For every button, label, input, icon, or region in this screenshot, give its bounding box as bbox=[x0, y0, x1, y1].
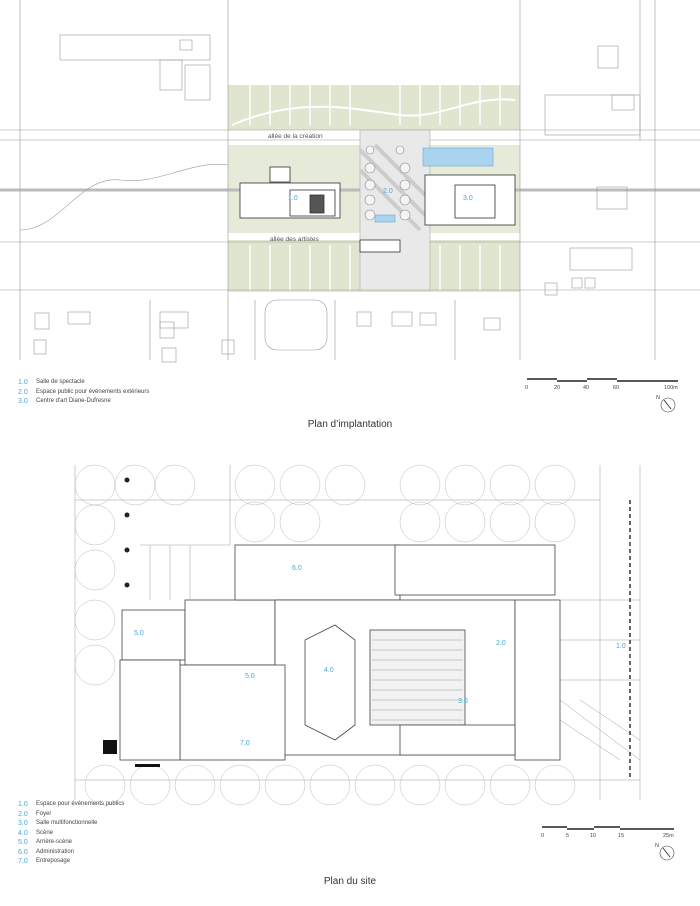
scale-tick: 40 bbox=[583, 385, 589, 391]
legend-num: 6.0 bbox=[18, 848, 28, 856]
legend-label: Espace pour événements publics bbox=[36, 801, 125, 807]
north-label: N bbox=[655, 843, 659, 849]
legend-num: 2.0 bbox=[18, 388, 28, 396]
legend-num: 4.0 bbox=[18, 829, 28, 837]
legend-item: 1.0 Espace pour événements publics bbox=[18, 800, 124, 810]
street-label: allée des artistes bbox=[270, 236, 320, 243]
legend-item: 1.0 Salle de spectacle bbox=[18, 378, 149, 388]
scale-tick: 60 bbox=[613, 385, 619, 391]
legend-label: Espace public pour événements extérieurs bbox=[36, 388, 150, 395]
legend-num: 7.0 bbox=[18, 858, 28, 865]
site-plan: 5.0 5.0 6.0 4.0 3.0 2.0 1.0 7.0 bbox=[74, 464, 641, 806]
zone-label: 7.0 bbox=[240, 740, 250, 747]
legend-label: Scène bbox=[36, 829, 54, 836]
zone-label: 4.0 bbox=[324, 667, 334, 674]
legend-num: 1.0 bbox=[18, 379, 28, 386]
legend-num: 2.0 bbox=[18, 810, 28, 818]
legend-item: 4.0 Scène bbox=[18, 829, 124, 839]
legend-label: Centre d'art Diane-Dufresne bbox=[36, 398, 111, 404]
legend-num: 1.0 bbox=[18, 801, 28, 808]
street-label: allée de la création bbox=[268, 133, 323, 140]
scale-tick: 15 bbox=[618, 833, 624, 839]
legend-item: 5.0 Arrière-scène bbox=[18, 838, 124, 848]
legend-item: 2.0 Espace public pour événements extérie… bbox=[18, 388, 149, 398]
scale-bar: 0 20 40 60 100m bbox=[525, 378, 678, 391]
north-arrow-icon: N bbox=[655, 843, 675, 861]
scale-tick: 10 bbox=[590, 833, 596, 839]
legend-label: Foyer bbox=[36, 810, 52, 817]
legend-label: Entreposage bbox=[36, 858, 71, 864]
zone-label: 5.0 bbox=[245, 673, 255, 680]
north-arrow-icon: N bbox=[656, 395, 676, 413]
legend-num: 3.0 bbox=[18, 398, 28, 405]
zone-label: 2.0 bbox=[383, 188, 393, 195]
north-label: N bbox=[656, 395, 660, 401]
implantation-plan: 1.0 2.0 3.0 allée de la création allée d… bbox=[0, 0, 700, 363]
scale-tick: 0 bbox=[525, 385, 528, 391]
zone-label: 1.0 bbox=[288, 195, 298, 202]
legend-num: 5.0 bbox=[18, 839, 28, 846]
scale-tick: 0 bbox=[541, 833, 544, 839]
site-legend: 1.0 Espace pour événements publics 2.0 Foy… bbox=[18, 800, 124, 867]
scale-tick: 100m bbox=[664, 385, 678, 391]
zone-label: 6.0 bbox=[292, 565, 302, 572]
legend-label: Salle multifonctionnelle bbox=[36, 820, 98, 826]
implantation-title: Plan d’implantation bbox=[307, 419, 393, 430]
zone-label: 3.0 bbox=[463, 195, 473, 202]
site-title: Plan du site bbox=[323, 876, 377, 887]
zone-label: 5.0 bbox=[134, 630, 144, 637]
zone-label: 1.0 bbox=[616, 643, 626, 650]
legend-label: Administration bbox=[36, 848, 75, 855]
zone-label: 2.0 bbox=[496, 640, 506, 647]
scale-tick: 25m bbox=[663, 833, 674, 839]
legend-item: 3.0 Salle multifonctionnelle bbox=[18, 819, 124, 829]
scale-tick: 20 bbox=[554, 385, 560, 391]
zone-label: 3.0 bbox=[458, 698, 468, 705]
legend-label: Arrière-scène bbox=[36, 839, 73, 845]
implantation-legend: 1.0 Salle de spectacle 2.0 Espace public p… bbox=[18, 378, 149, 407]
scale-bar: 0 5 10 15 25m bbox=[541, 826, 674, 839]
legend-num: 3.0 bbox=[18, 820, 28, 827]
legend-label: Salle de spectacle bbox=[36, 379, 85, 385]
scale-tick: 5 bbox=[566, 833, 569, 839]
legend-item: 3.0 Centre d'art Diane-Dufresne bbox=[18, 397, 149, 407]
legend-item: 7.0 Entreposage bbox=[18, 857, 124, 867]
legend-item: 2.0 Foyer bbox=[18, 810, 124, 820]
legend-item: 6.0 Administration bbox=[18, 848, 124, 858]
